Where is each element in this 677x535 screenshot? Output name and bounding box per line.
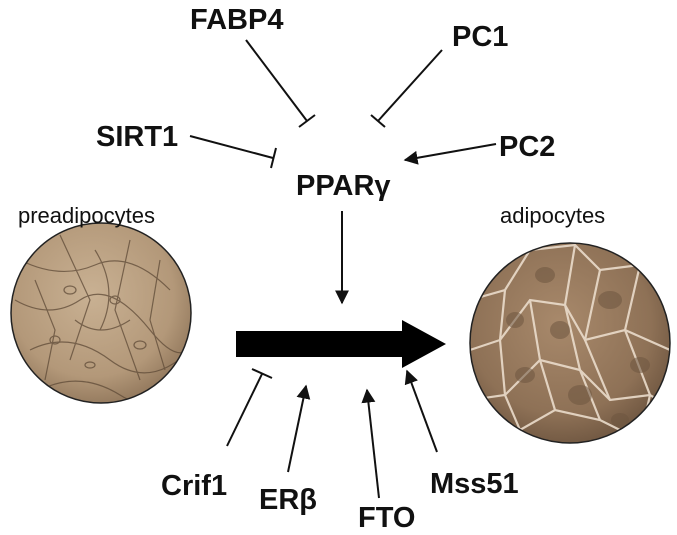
fto-activation-arrow	[361, 388, 380, 499]
preadipocytes-label: preadipocytes	[18, 203, 155, 228]
preadipocytes-image	[10, 222, 192, 404]
mss51-label: Mss51	[430, 468, 519, 500]
pc1-label: PC1	[452, 21, 508, 53]
crif1-inhibition-arrow	[226, 368, 273, 447]
pc2-activation-arrow	[403, 143, 497, 165]
adipocytes-image	[469, 242, 671, 444]
erb-label: ERβ	[259, 484, 317, 516]
erb-activation-arrow	[287, 384, 311, 473]
fabp4-inhibition-arrow	[245, 39, 316, 128]
sirt1-label: SIRT1	[96, 121, 178, 153]
crif1-label: Crif1	[161, 470, 227, 502]
fto-label: FTO	[358, 502, 415, 534]
sirt1-inhibition-arrow	[189, 135, 277, 169]
fabp4-label: FABP4	[190, 4, 283, 36]
adipocytes-label: adipocytes	[500, 203, 605, 228]
pc2-label: PC2	[499, 131, 555, 163]
differentiation-arrow	[236, 320, 446, 368]
pc1-inhibition-arrow	[370, 49, 443, 128]
ppar-label: PPARγ	[296, 170, 391, 202]
mss51-activation-arrow	[404, 369, 438, 453]
